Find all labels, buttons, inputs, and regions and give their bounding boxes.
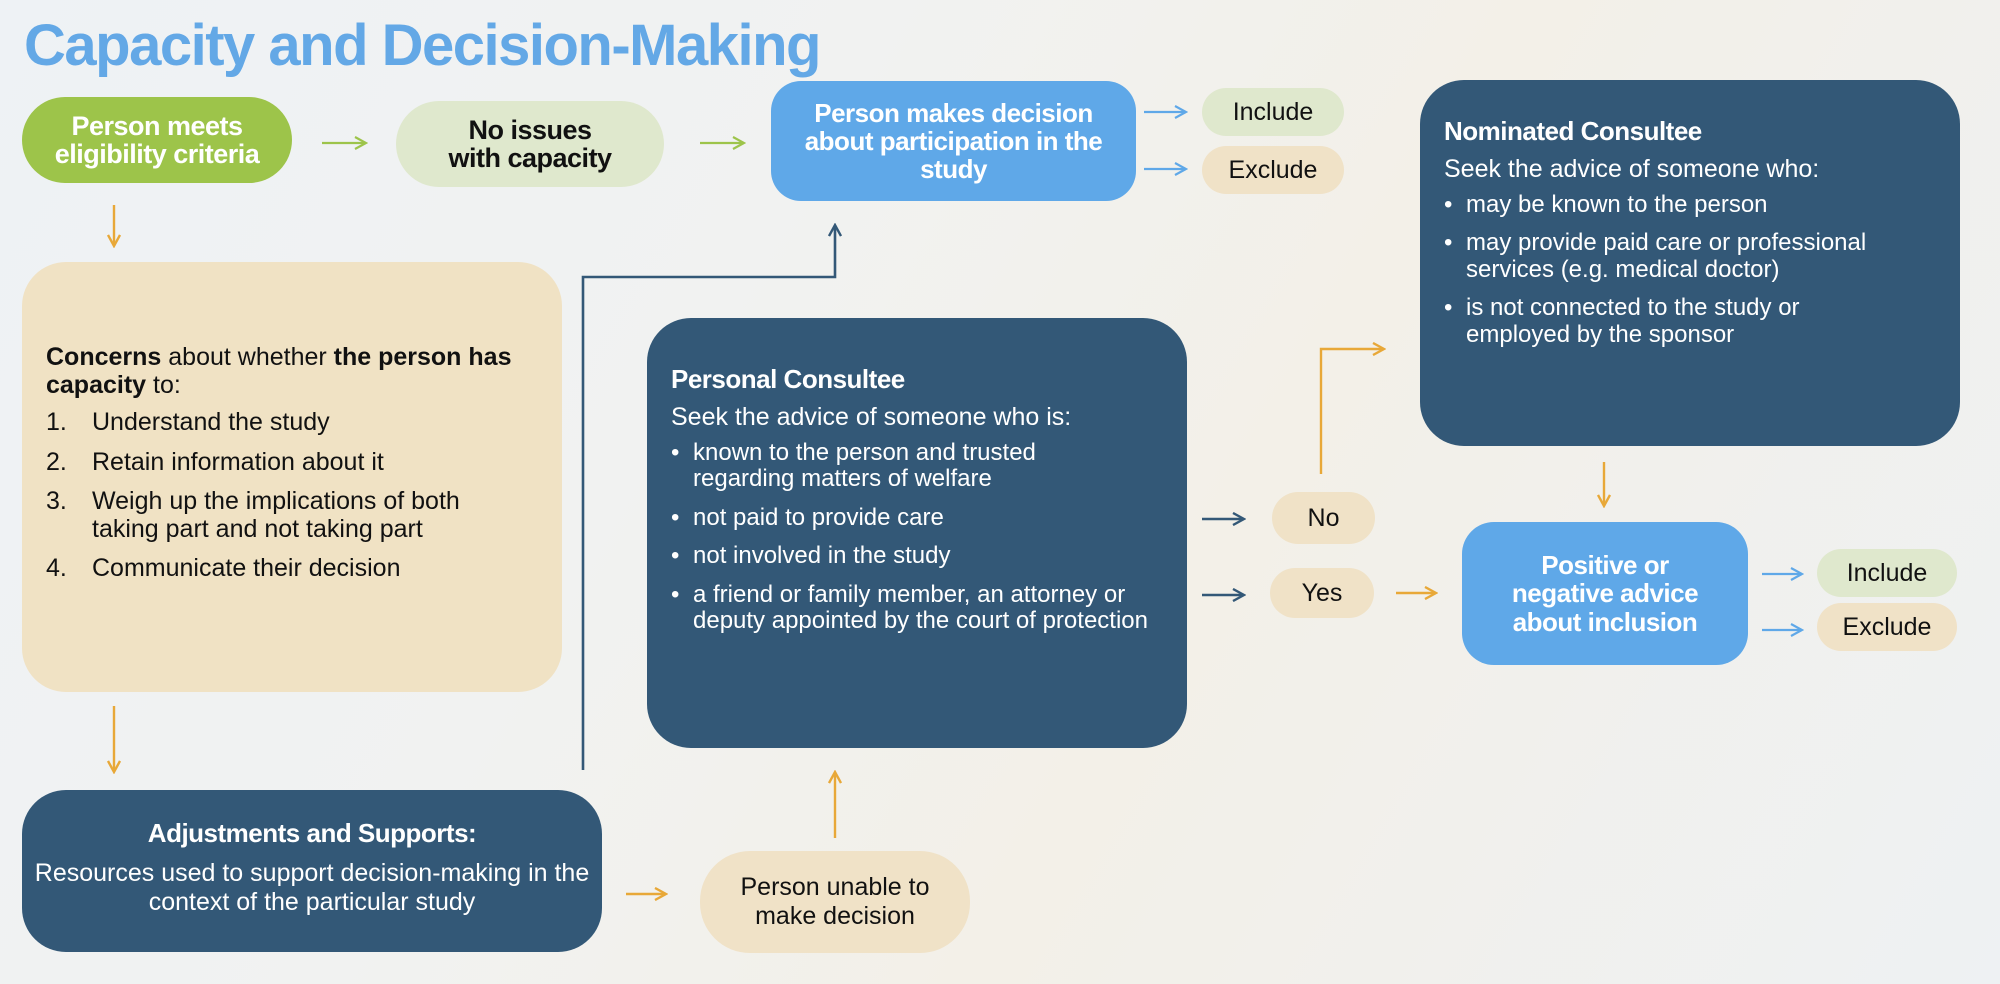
unable-node: Person unable to make decision: [700, 851, 970, 953]
concerns-text-1: about whether: [161, 343, 334, 371]
page-title: Capacity and Decision-Making: [24, 13, 821, 78]
item-text: not involved in the study: [693, 542, 951, 570]
item-text: Understand the study: [92, 408, 330, 436]
no-issues-node: No issues with capacity: [396, 101, 664, 187]
nominated-consultee-intro: Seek the advice of someone who:: [1444, 155, 1820, 183]
concerns-bold-1: Concerns: [46, 343, 162, 371]
nominated-consultee-item: • may provide paid care or professional s…: [1444, 229, 1920, 283]
include-top-label: Include: [1232, 97, 1314, 126]
bullet-icon: •: [671, 503, 680, 531]
nominated-consultee-heading: Nominated Consultee: [1444, 116, 1702, 146]
personal-consultee-item: • not involved in the study: [671, 542, 1157, 570]
concerns-lead: Concerns about whether the person has ca…: [46, 343, 542, 399]
nominated-consultee-item: • may be known to the person: [1444, 191, 1920, 218]
concerns-bold-2: the person has capacity: [46, 343, 512, 399]
personal-consultee-intro: Seek the advice of someone who is:: [671, 403, 1072, 431]
item-text: Retain information about it: [92, 447, 384, 476]
concerns-list: 1. Understand the study 2. Retain informat…: [46, 408, 542, 583]
exclude-top-badge: Exclude: [1202, 146, 1344, 194]
nominated-consultee-item: • is not connected to the study or employ…: [1444, 294, 1920, 348]
item-text: known to the person and trusted regardin…: [693, 439, 1036, 493]
nominated-consultee-box: Nominated Consultee Seek the advice of s…: [1420, 80, 1960, 446]
include-bottom-badge: Include: [1817, 549, 1957, 597]
personal-consultee-list: • known to the person and trusted regardi…: [671, 439, 1157, 635]
concerns-item: 4. Communicate their decision: [46, 554, 542, 583]
no-issues-label: No issues with capacity: [448, 114, 612, 173]
bullet-icon: •: [1444, 229, 1453, 257]
item-number: 4.: [46, 554, 67, 582]
item-number: 1.: [46, 408, 67, 436]
include-top-badge: Include: [1202, 88, 1344, 136]
eligibility-node: Person meets eligibility criteria: [22, 97, 292, 183]
bullet-icon: •: [671, 439, 680, 466]
eligibility-label: Person meets eligibility criteria: [54, 110, 260, 169]
item-text: is not connected to the study or employe…: [1466, 294, 1800, 348]
unable-label: Person unable to make decision: [740, 873, 930, 930]
nominated-consultee-list: • may be known to the person • may provide…: [1444, 191, 1920, 348]
concerns-item: 3. Weigh up the implications of both taki…: [46, 487, 542, 543]
advice-node: Positive or negative advice about inclus…: [1462, 522, 1748, 665]
advice-label: Positive or negative advice about inclus…: [1511, 550, 1699, 637]
adjustments-heading: Adjustments and Supports:: [147, 818, 477, 848]
exclude-top-label: Exclude: [1228, 155, 1318, 184]
item-number: 2.: [46, 447, 67, 476]
item-text: not paid to provide care: [693, 503, 944, 531]
personal-consultee-item: • not paid to provide care: [671, 503, 1157, 531]
item-text: Weigh up the implications of both taking…: [92, 487, 460, 543]
yes-label: Yes: [1301, 578, 1343, 607]
bullet-icon: •: [671, 542, 680, 570]
item-text: a friend or family member, an attorney o…: [693, 580, 1148, 634]
adjustments-description: Resources used to support decision-makin…: [34, 859, 590, 916]
concerns-item: 2. Retain information about it: [46, 447, 542, 477]
adjustments-box: Adjustments and Supports: Resources used…: [22, 790, 602, 952]
item-text: may be known to the person: [1466, 191, 1768, 218]
item-text: may provide paid care or professional se…: [1466, 229, 1867, 283]
personal-consultee-item: • a friend or family member, an attorney …: [671, 580, 1157, 635]
exclude-bottom-label: Exclude: [1842, 612, 1932, 641]
yes-badge: Yes: [1270, 568, 1374, 618]
person-decides-label: Person makes decision about participatio…: [804, 97, 1103, 185]
include-bottom-label: Include: [1846, 558, 1928, 587]
concerns-item: 1. Understand the study: [46, 408, 542, 437]
no-label: No: [1307, 503, 1340, 532]
bullet-icon: •: [1444, 294, 1453, 322]
personal-consultee-item: • known to the person and trusted regardi…: [671, 439, 1157, 493]
item-text: Communicate their decision: [92, 554, 401, 582]
bullet-icon: •: [671, 580, 680, 608]
person-decides-node: Person makes decision about participatio…: [771, 81, 1136, 201]
concerns-box: Concerns about whether the person has ca…: [22, 262, 562, 692]
item-number: 3.: [46, 487, 67, 515]
personal-consultee-box: Personal Consultee Seek the advice of so…: [647, 318, 1187, 748]
exclude-bottom-badge: Exclude: [1817, 603, 1957, 651]
arrow-no-to-nominated: [1319, 349, 1384, 474]
no-badge: No: [1272, 492, 1375, 544]
personal-consultee-heading: Personal Consultee: [671, 364, 905, 394]
concerns-text-2: to:: [146, 370, 181, 399]
bullet-icon: •: [1444, 191, 1453, 218]
